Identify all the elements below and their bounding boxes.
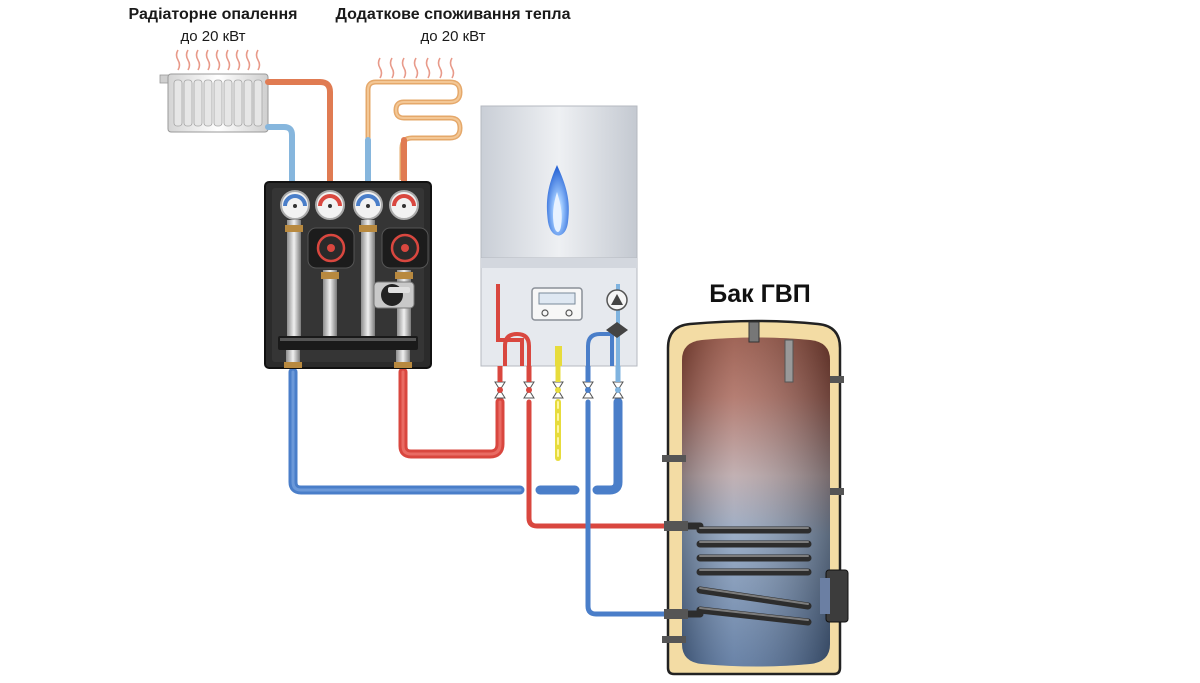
- pump-icon: [307, 227, 429, 269]
- radiator-heating-title: Радіаторне опалення: [128, 6, 298, 23]
- dhw-tank: [662, 319, 849, 676]
- extra-heat-power-label: до 20 кВт: [420, 28, 486, 45]
- pump-group-manifold: [264, 181, 432, 369]
- mixing-valve-icon: [373, 281, 415, 309]
- gas-boiler: [480, 105, 638, 399]
- radiator-power-label: до 20 кВт: [180, 28, 246, 45]
- valve-icon: [494, 381, 624, 399]
- thermometer-gauge-icon: [280, 190, 419, 220]
- dhw-tank-title: Бак ГВП: [709, 280, 811, 308]
- pipe-network: [265, 79, 671, 617]
- radiator-icon: [159, 49, 269, 133]
- flame-icon: [546, 165, 569, 236]
- boiler-control-panel: [531, 287, 583, 321]
- extra-heat-consumption-title: Додаткове споживання тепла: [335, 6, 571, 23]
- heating-coil-icon: [365, 57, 463, 180]
